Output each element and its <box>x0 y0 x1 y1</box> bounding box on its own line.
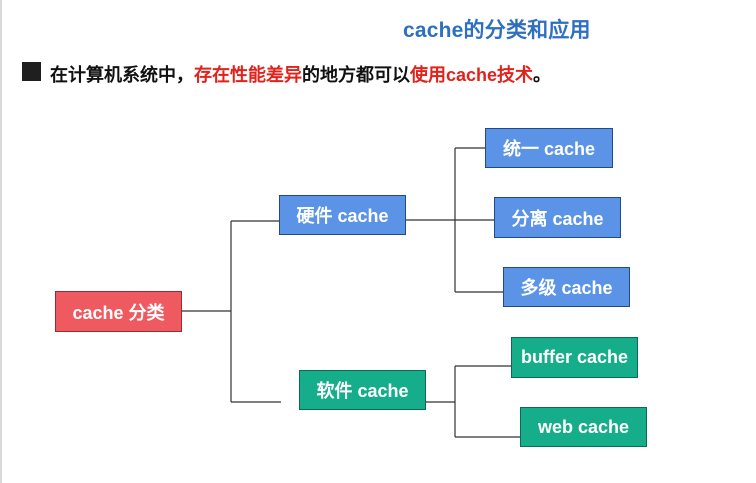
statement-highlight-2: 使用cache技术 <box>410 65 534 85</box>
slide-statement: 在计算机系统中，存在性能差异的地方都可以使用cache技术。 <box>50 61 551 87</box>
node-label: 分离 cache <box>511 208 604 229</box>
node-web-cache: web cache <box>520 407 647 447</box>
statement-highlight-1: 存在性能差异 <box>194 65 302 85</box>
node-label: web cache <box>537 416 630 437</box>
slide-left-border <box>0 0 2 483</box>
node-software-cache: 软件 cache <box>299 370 426 410</box>
node-cache-classification: cache 分类 <box>55 291 182 332</box>
node-label: 硬件 cache <box>296 206 389 226</box>
node-label: 多级 cache <box>520 278 613 298</box>
statement-text-2: 的地方都可以 <box>302 65 410 85</box>
statement-text-3: 。 <box>533 65 552 85</box>
slide-title: cache的分类和应用 <box>403 19 591 42</box>
statement-text-1: 在计算机系统中， <box>50 65 194 85</box>
node-split-cache: 分离 cache <box>494 197 621 238</box>
node-label: buffer cache <box>520 347 629 367</box>
node-multilevel-cache: 多级 cache <box>503 267 630 307</box>
bullet-square-icon <box>22 62 41 81</box>
node-unified-cache: 统一 cache <box>485 128 613 168</box>
node-label: 软件 cache <box>316 381 409 401</box>
node-buffer-cache: buffer cache <box>511 337 638 378</box>
node-hardware-cache: 硬件 cache <box>279 195 406 235</box>
node-label: 统一 cache <box>502 139 596 159</box>
node-label: cache 分类 <box>72 302 165 323</box>
